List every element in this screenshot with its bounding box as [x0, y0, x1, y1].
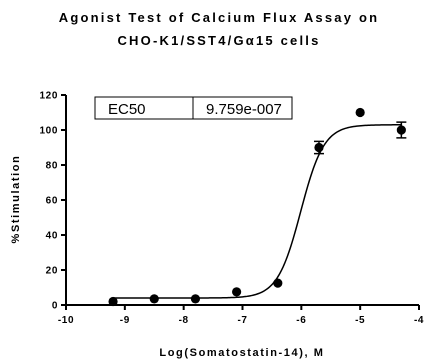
- data-point: [314, 142, 324, 153]
- ec50-label: EC50: [108, 101, 146, 118]
- x-tick-label: -8: [179, 315, 189, 326]
- plot-area: 0 20 40 60 80 100 120 -10 -9 -8 -7 -6 -5 -4: [40, 91, 424, 327]
- y-tick-label: 80: [46, 161, 58, 172]
- y-tick-label: 0: [52, 301, 58, 312]
- chart-title: Agonist Test of Calcium Flux Assay on CH…: [59, 10, 380, 48]
- y-tick-label: 120: [40, 91, 59, 102]
- x-tick-label: -6: [296, 315, 306, 326]
- x-tick-label: -5: [355, 315, 365, 326]
- y-tick-label: 20: [46, 266, 58, 277]
- fit-curve: [113, 124, 402, 299]
- data-point: [273, 278, 283, 288]
- chart-title-line-2: CHO-K1/SST4/Gα15 cells: [117, 33, 320, 48]
- y-tick-label: 60: [46, 196, 58, 207]
- x-tick-label: -7: [237, 315, 247, 326]
- y-tick-label: 100: [40, 126, 59, 137]
- y-tick-label: 40: [46, 231, 58, 242]
- x-tick-label: -10: [58, 315, 74, 326]
- chart-title-line-1: Agonist Test of Calcium Flux Assay on: [59, 10, 380, 25]
- ec50-value: 9.759e-007: [206, 101, 282, 118]
- data-point: [108, 296, 118, 307]
- data-point: [355, 107, 365, 118]
- ec50-table: EC50 9.759e-007: [94, 96, 293, 120]
- y-axis-title: %Stimulation: [10, 155, 22, 244]
- data-point: [232, 287, 242, 297]
- data-point: [149, 294, 159, 304]
- data-point: [190, 294, 201, 304]
- data-point: [396, 125, 406, 135]
- x-tick-label: -4: [414, 315, 424, 326]
- x-tick-label: -9: [120, 315, 130, 326]
- x-axis-title: Log(Somatostatin-14), M: [159, 347, 324, 359]
